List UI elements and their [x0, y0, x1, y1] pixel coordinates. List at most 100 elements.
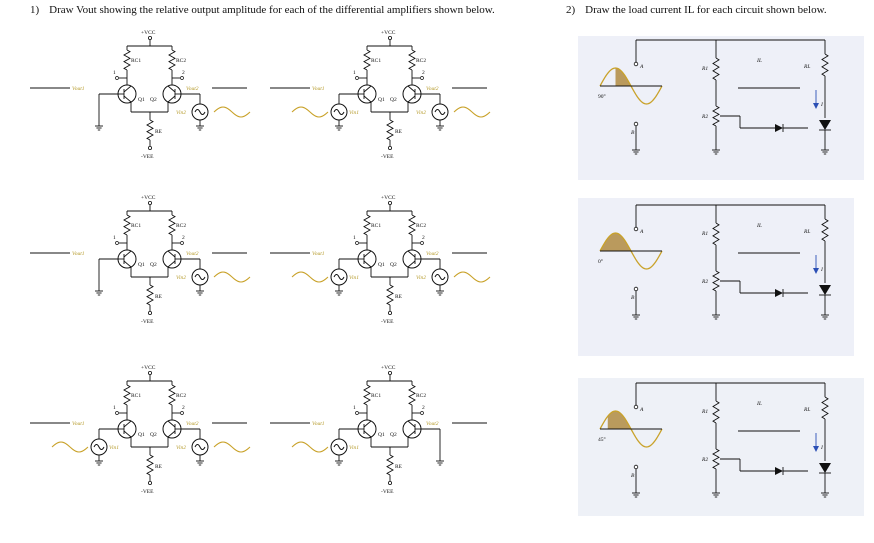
node-1-terminal	[355, 76, 359, 80]
re-resistor	[386, 119, 394, 141]
transistor-collector	[407, 85, 416, 93]
load-ground	[821, 144, 829, 155]
rc2-resistor	[168, 214, 176, 236]
question-1-text: Draw Vout showing the relative output am…	[49, 4, 495, 16]
question-2: 2) Draw the load current IL for each circ…	[566, 4, 837, 16]
q2-label: Q2	[150, 97, 157, 103]
vcc-terminal	[387, 36, 392, 41]
transistor-q2	[402, 249, 422, 269]
question-2-number: 2)	[566, 4, 576, 16]
vout2-label: Vout2	[186, 421, 199, 427]
node-b-terminal	[633, 464, 639, 470]
node-a-terminal	[633, 226, 639, 232]
vee-label: -VEE	[141, 154, 154, 160]
r2-resistor	[712, 270, 720, 292]
node-2-label: 2	[422, 405, 425, 411]
vee-terminal	[387, 145, 392, 150]
rc1-label: RC1	[371, 223, 381, 229]
re-resistor	[146, 119, 154, 141]
vin1-label: Vin1	[349, 110, 359, 116]
vin1-ground	[335, 285, 343, 296]
r1-resistor	[712, 400, 720, 424]
q2-label: Q2	[390, 97, 397, 103]
q1-label: Q1	[138, 97, 145, 103]
load-panel-2	[578, 198, 854, 356]
q1-label: Q1	[378, 432, 385, 438]
vin2-source	[191, 438, 209, 456]
transistor-emitter	[363, 95, 372, 103]
transistor-q1	[357, 84, 377, 104]
rc2-label: RC2	[176, 393, 186, 399]
transistor-emitter	[363, 260, 372, 268]
vin1-ground	[95, 455, 103, 466]
question-1: 1)Draw Vout showing the relative output …	[30, 4, 505, 16]
vcc-terminal	[147, 200, 152, 205]
node-b-terminal	[633, 286, 639, 292]
vout2-label: Vout2	[186, 251, 199, 257]
vcc-terminal	[147, 36, 152, 41]
re-resistor	[146, 454, 154, 476]
vin2-source	[431, 268, 449, 286]
transistor-collector	[123, 250, 132, 258]
q2-label: Q2	[390, 432, 397, 438]
base1-ground	[95, 120, 103, 131]
vee-label: -VEE	[381, 489, 394, 495]
transistor-q1	[357, 419, 377, 439]
load-ground	[821, 309, 829, 320]
current-arrow-icon	[813, 446, 819, 452]
vcc-label: +VCC	[141, 30, 156, 36]
base2-ground	[436, 455, 444, 466]
re-label: RE	[155, 129, 163, 135]
node-a-terminal	[633, 61, 639, 67]
scr-symbol	[819, 463, 831, 473]
transistor-emitter	[407, 260, 416, 268]
scr-symbol	[819, 120, 831, 130]
transistor-emitter	[407, 95, 416, 103]
r1-label: R1	[701, 231, 708, 237]
question-2-text: Draw the load current IL for each circui…	[585, 4, 827, 16]
sine-glyph	[434, 109, 446, 115]
il-label: IL	[756, 58, 762, 64]
vin1-source	[330, 103, 348, 121]
transistor-collector	[167, 85, 176, 93]
sine-glyph	[194, 444, 206, 450]
transistor-emitter	[123, 430, 132, 438]
vout1-label: Vout1	[72, 86, 85, 92]
diode-symbol	[775, 467, 783, 475]
rl-label: RL	[803, 229, 810, 235]
node-a-label: A	[639, 64, 644, 70]
node-2-terminal	[420, 411, 424, 415]
node-b-ground	[632, 487, 640, 498]
vee-terminal	[147, 310, 152, 315]
current-label: I	[820, 267, 824, 273]
vee-terminal	[387, 480, 392, 485]
rc2-resistor	[408, 214, 416, 236]
vin1-label: Vin1	[109, 445, 119, 451]
rc1-resistor	[123, 214, 131, 236]
node-2-label: 2	[182, 70, 185, 76]
re-label: RE	[155, 464, 163, 470]
transistor-emitter	[363, 430, 372, 438]
sine-glyph	[93, 444, 105, 450]
vcc-terminal	[387, 370, 392, 375]
vcc-label: +VCC	[381, 30, 396, 36]
vin1-wave	[51, 441, 89, 453]
node-2-label: 2	[182, 235, 185, 241]
node-b-ground	[632, 309, 640, 320]
r1-resistor	[712, 57, 720, 81]
conduction-fill	[600, 233, 631, 251]
current-label: I	[820, 445, 824, 451]
rc1-resistor	[363, 384, 371, 406]
sine-glyph	[434, 274, 446, 280]
node-b-terminal	[633, 121, 639, 127]
vee-label: -VEE	[141, 319, 154, 325]
node-1-label: 1	[353, 235, 356, 241]
transistor-q1	[117, 84, 137, 104]
rc1-resistor	[363, 49, 371, 71]
